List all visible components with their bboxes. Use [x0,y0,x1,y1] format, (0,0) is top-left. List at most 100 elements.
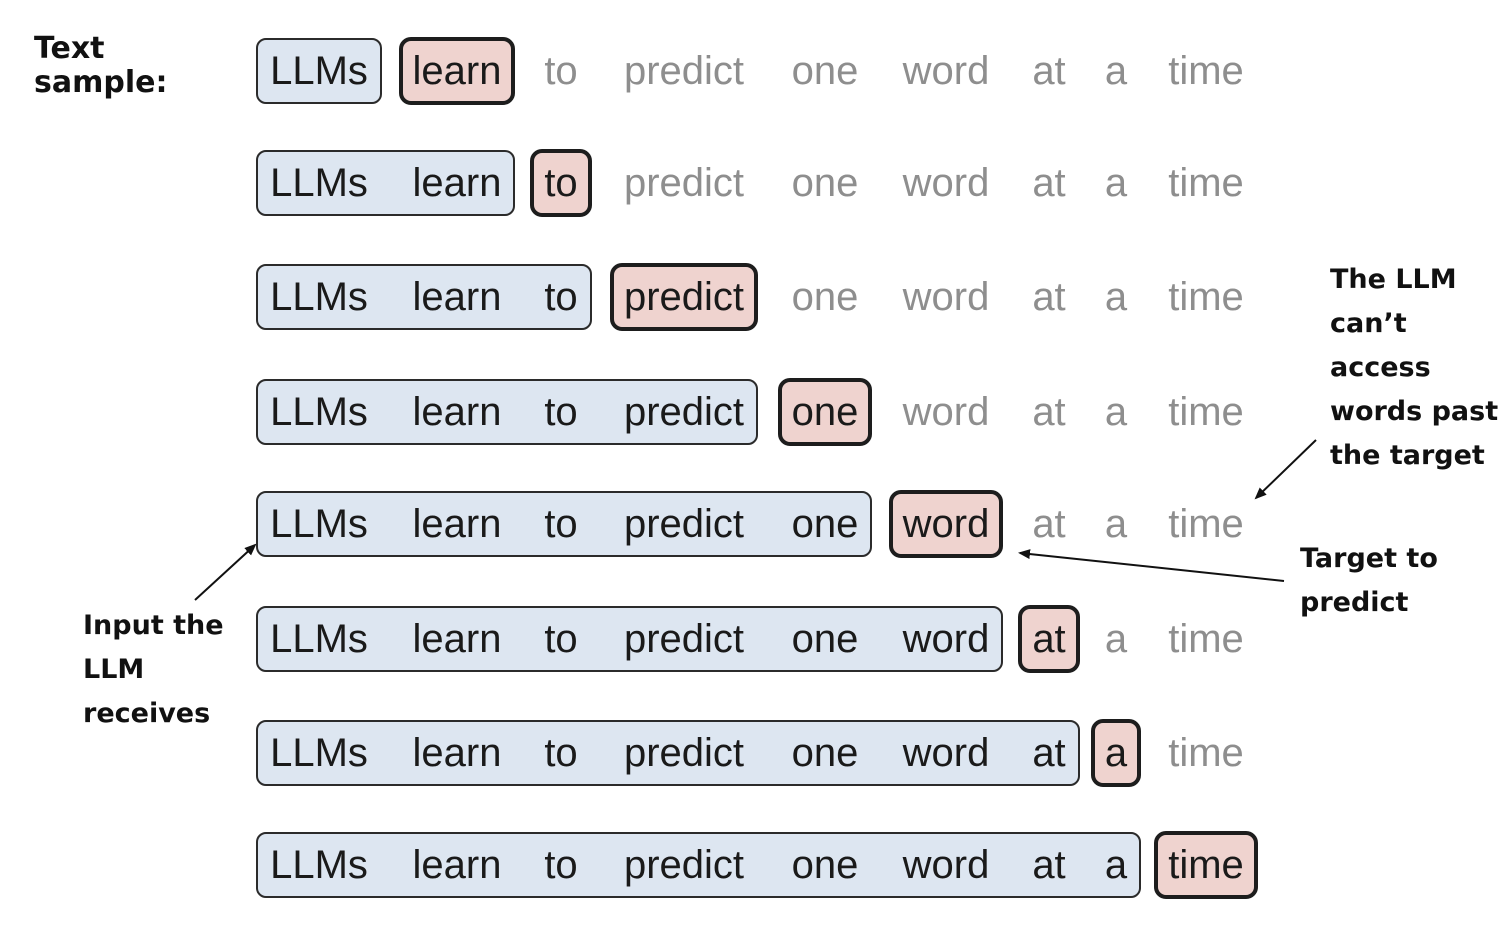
input-token: to [544,502,578,546]
future-token: word [902,161,990,205]
target-token: one [791,390,859,434]
target-arrow [1018,549,1285,582]
future-token: time [1168,390,1244,434]
input-token: LLMs [270,390,368,434]
input-token: learn [412,731,502,775]
target-token: word [902,502,990,546]
input-token: predict [623,731,745,775]
future-token: a [1104,617,1128,661]
input-token: LLMs [270,502,368,546]
future-token: a [1104,161,1128,205]
input-token: LLMs [270,161,368,205]
target-token-box [888,490,1004,558]
input-token: word [902,617,990,661]
input-context-box [256,264,592,330]
future-token: to [544,49,578,93]
input-token: one [791,843,859,887]
no-access-annotation: The LLM can’t access words past the targ… [1330,264,1499,471]
input-token: learn [412,390,502,434]
future-token: a [1104,49,1128,93]
input-token: word [902,843,990,887]
target-token-box [609,263,759,331]
input-context-box [256,379,759,445]
future-token: at [1032,275,1066,319]
input-token: to [544,617,578,661]
future-token: time [1168,275,1244,319]
input-token: predict [623,502,745,546]
input-token: learn [412,161,502,205]
target-token: to [544,161,578,205]
future-token: at [1032,161,1066,205]
future-token: time [1168,617,1244,661]
future-token: at [1032,390,1066,434]
input-token: to [544,390,578,434]
input-token: a [1104,843,1128,887]
input-token: LLMs [270,49,368,93]
input-token: predict [623,843,745,887]
input-token: word [902,731,990,775]
input-context-box [256,38,382,104]
future-token: a [1104,275,1128,319]
input-token: at [1032,731,1066,775]
target-token: learn [412,49,502,93]
target-token-box [398,37,516,105]
target-token: time [1168,843,1244,887]
input-token: to [544,843,578,887]
input-token: LLMs [270,731,368,775]
target-token: predict [623,275,745,319]
future-token: time [1168,161,1244,205]
future-token: predict [623,161,745,205]
target-token-box [1018,605,1080,673]
future-token: word [902,390,990,434]
future-token: word [902,275,990,319]
input-arrow [194,543,257,601]
target-annotation: Target to predict [1300,543,1438,618]
text-sample-label: Text sample: [34,31,168,100]
target-token: at [1032,617,1066,661]
future-token: time [1168,49,1244,93]
future-token: one [791,49,859,93]
input-context-box [256,150,516,216]
future-token: word [902,49,990,93]
target-token-box [777,378,873,446]
future-token: one [791,161,859,205]
input-token: learn [412,617,502,661]
target-token-box [1090,719,1142,787]
target-token-box [1154,831,1258,899]
input-token: LLMs [270,275,368,319]
input-token: learn [412,502,502,546]
input-token: LLMs [270,617,368,661]
input-token: learn [412,275,502,319]
target-token-box [530,149,592,217]
input-token: one [791,502,859,546]
input-token: at [1032,843,1066,887]
input-context-box [256,720,1080,786]
future-token: time [1168,502,1244,546]
future-token: predict [623,49,745,93]
input-token: one [791,731,859,775]
input-context-box [256,606,1004,672]
input-token: to [544,731,578,775]
input-token: to [544,275,578,319]
future-token: time [1168,731,1244,775]
input-token: predict [623,390,745,434]
no-access-arrow [1254,439,1317,500]
input-token: predict [623,617,745,661]
future-token: a [1104,502,1128,546]
future-token: one [791,275,859,319]
input-context-box [256,832,1142,898]
target-token: a [1104,731,1128,775]
future-token: a [1104,390,1128,434]
input-token: learn [412,843,502,887]
future-token: at [1032,502,1066,546]
